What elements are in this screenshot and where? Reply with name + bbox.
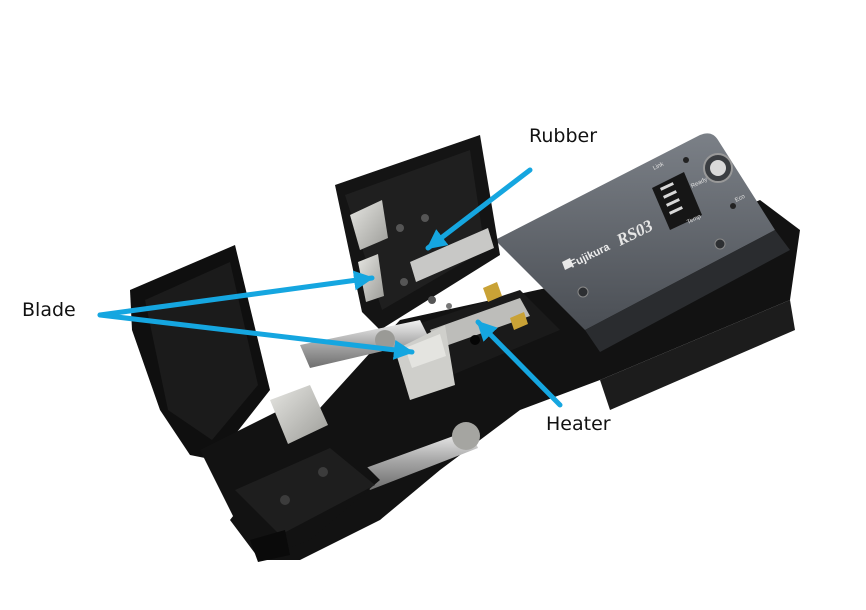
indicator-window <box>652 172 702 230</box>
brand-logo <box>562 258 573 270</box>
blade-arrow-upper <box>97 270 375 318</box>
rubber-arrow <box>425 167 533 251</box>
blade-label: Blade <box>22 299 76 321</box>
rubber-label: Rubber <box>529 125 598 147</box>
lower-blade <box>405 334 446 368</box>
callout-arrows <box>97 167 563 408</box>
blade-arrow-lower <box>97 312 415 360</box>
heater-label: Heater <box>546 413 611 435</box>
control-panel <box>495 133 790 352</box>
power-button[interactable] <box>703 153 733 183</box>
rear-lid[interactable] <box>335 135 500 330</box>
heater-arrow <box>475 319 563 408</box>
rubber-pad <box>410 228 494 282</box>
front-clamp[interactable] <box>200 385 380 562</box>
